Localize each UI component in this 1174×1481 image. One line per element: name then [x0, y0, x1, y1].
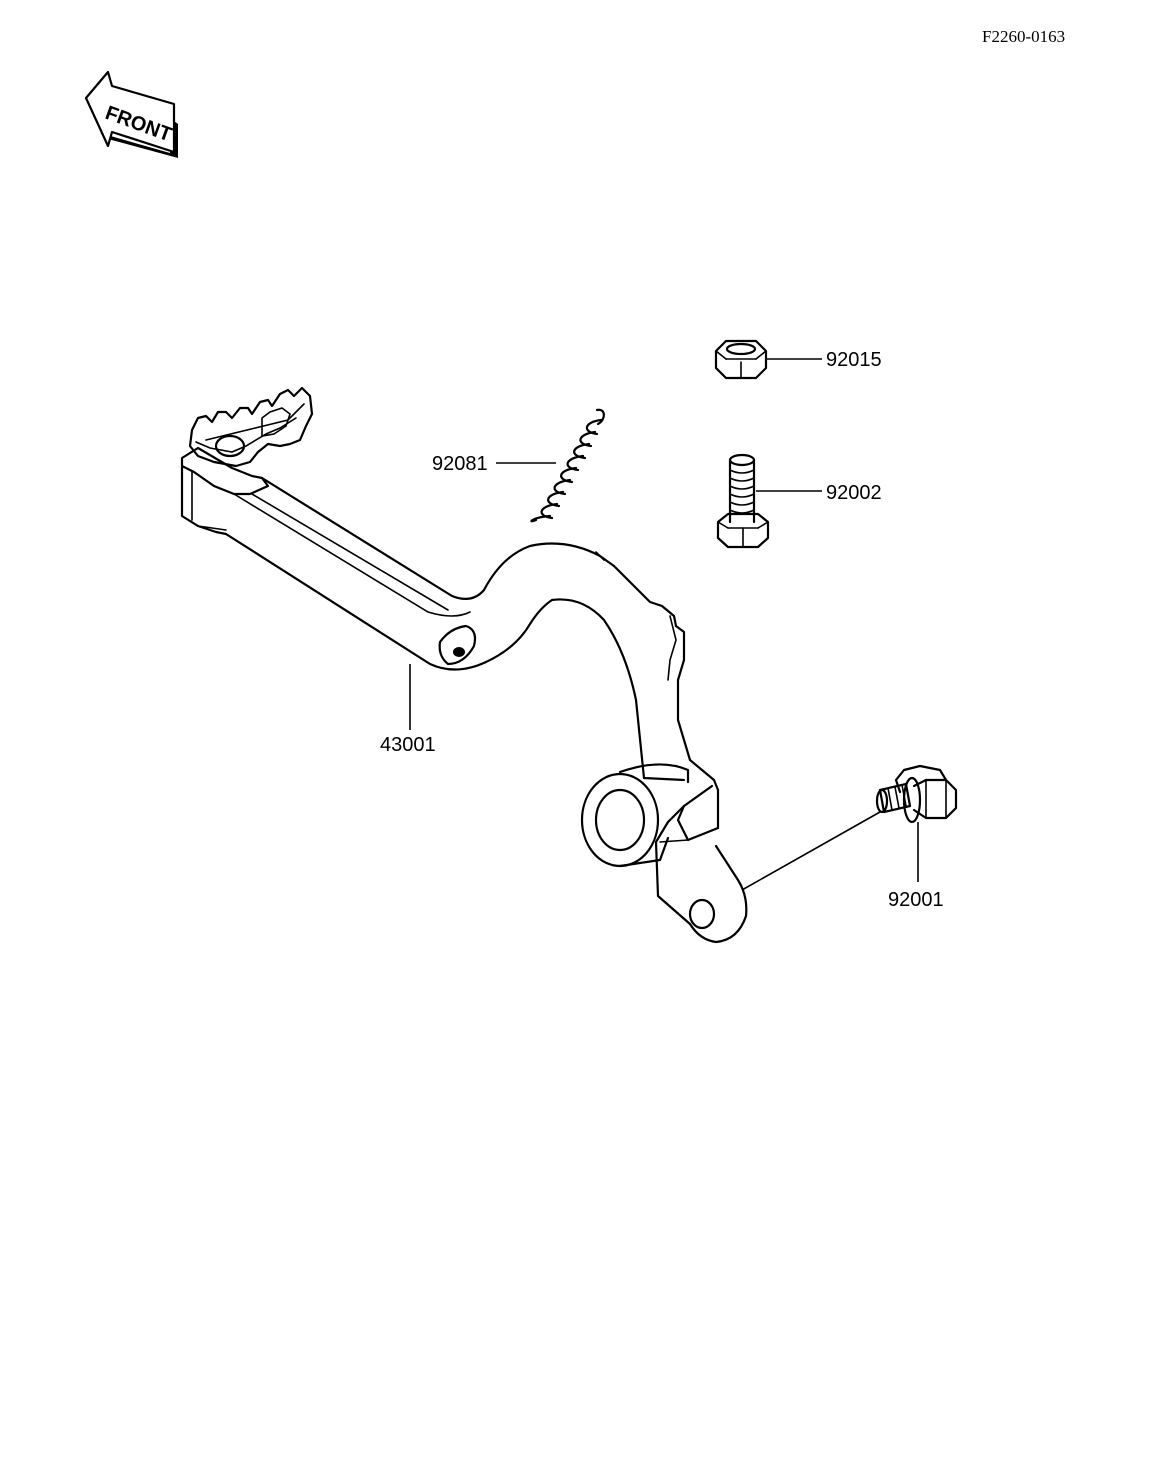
part-number-92002: 92002 — [826, 482, 882, 504]
flange-bolt-icon — [875, 764, 958, 824]
document-code: F2260-0163 — [982, 27, 1065, 46]
part-number-43001: 43001 — [380, 734, 436, 756]
nut-icon — [714, 339, 768, 380]
part-number-92015: 92015 — [826, 349, 882, 371]
brake-pedal-icon — [180, 386, 748, 944]
front-arrow-icon: FRONT — [84, 70, 178, 158]
spring-icon — [530, 408, 605, 523]
bolt-alignment-line — [741, 811, 881, 891]
bolt-icon — [716, 453, 770, 549]
part-number-92081: 92081 — [432, 453, 488, 475]
part-number-92001: 92001 — [888, 889, 944, 911]
